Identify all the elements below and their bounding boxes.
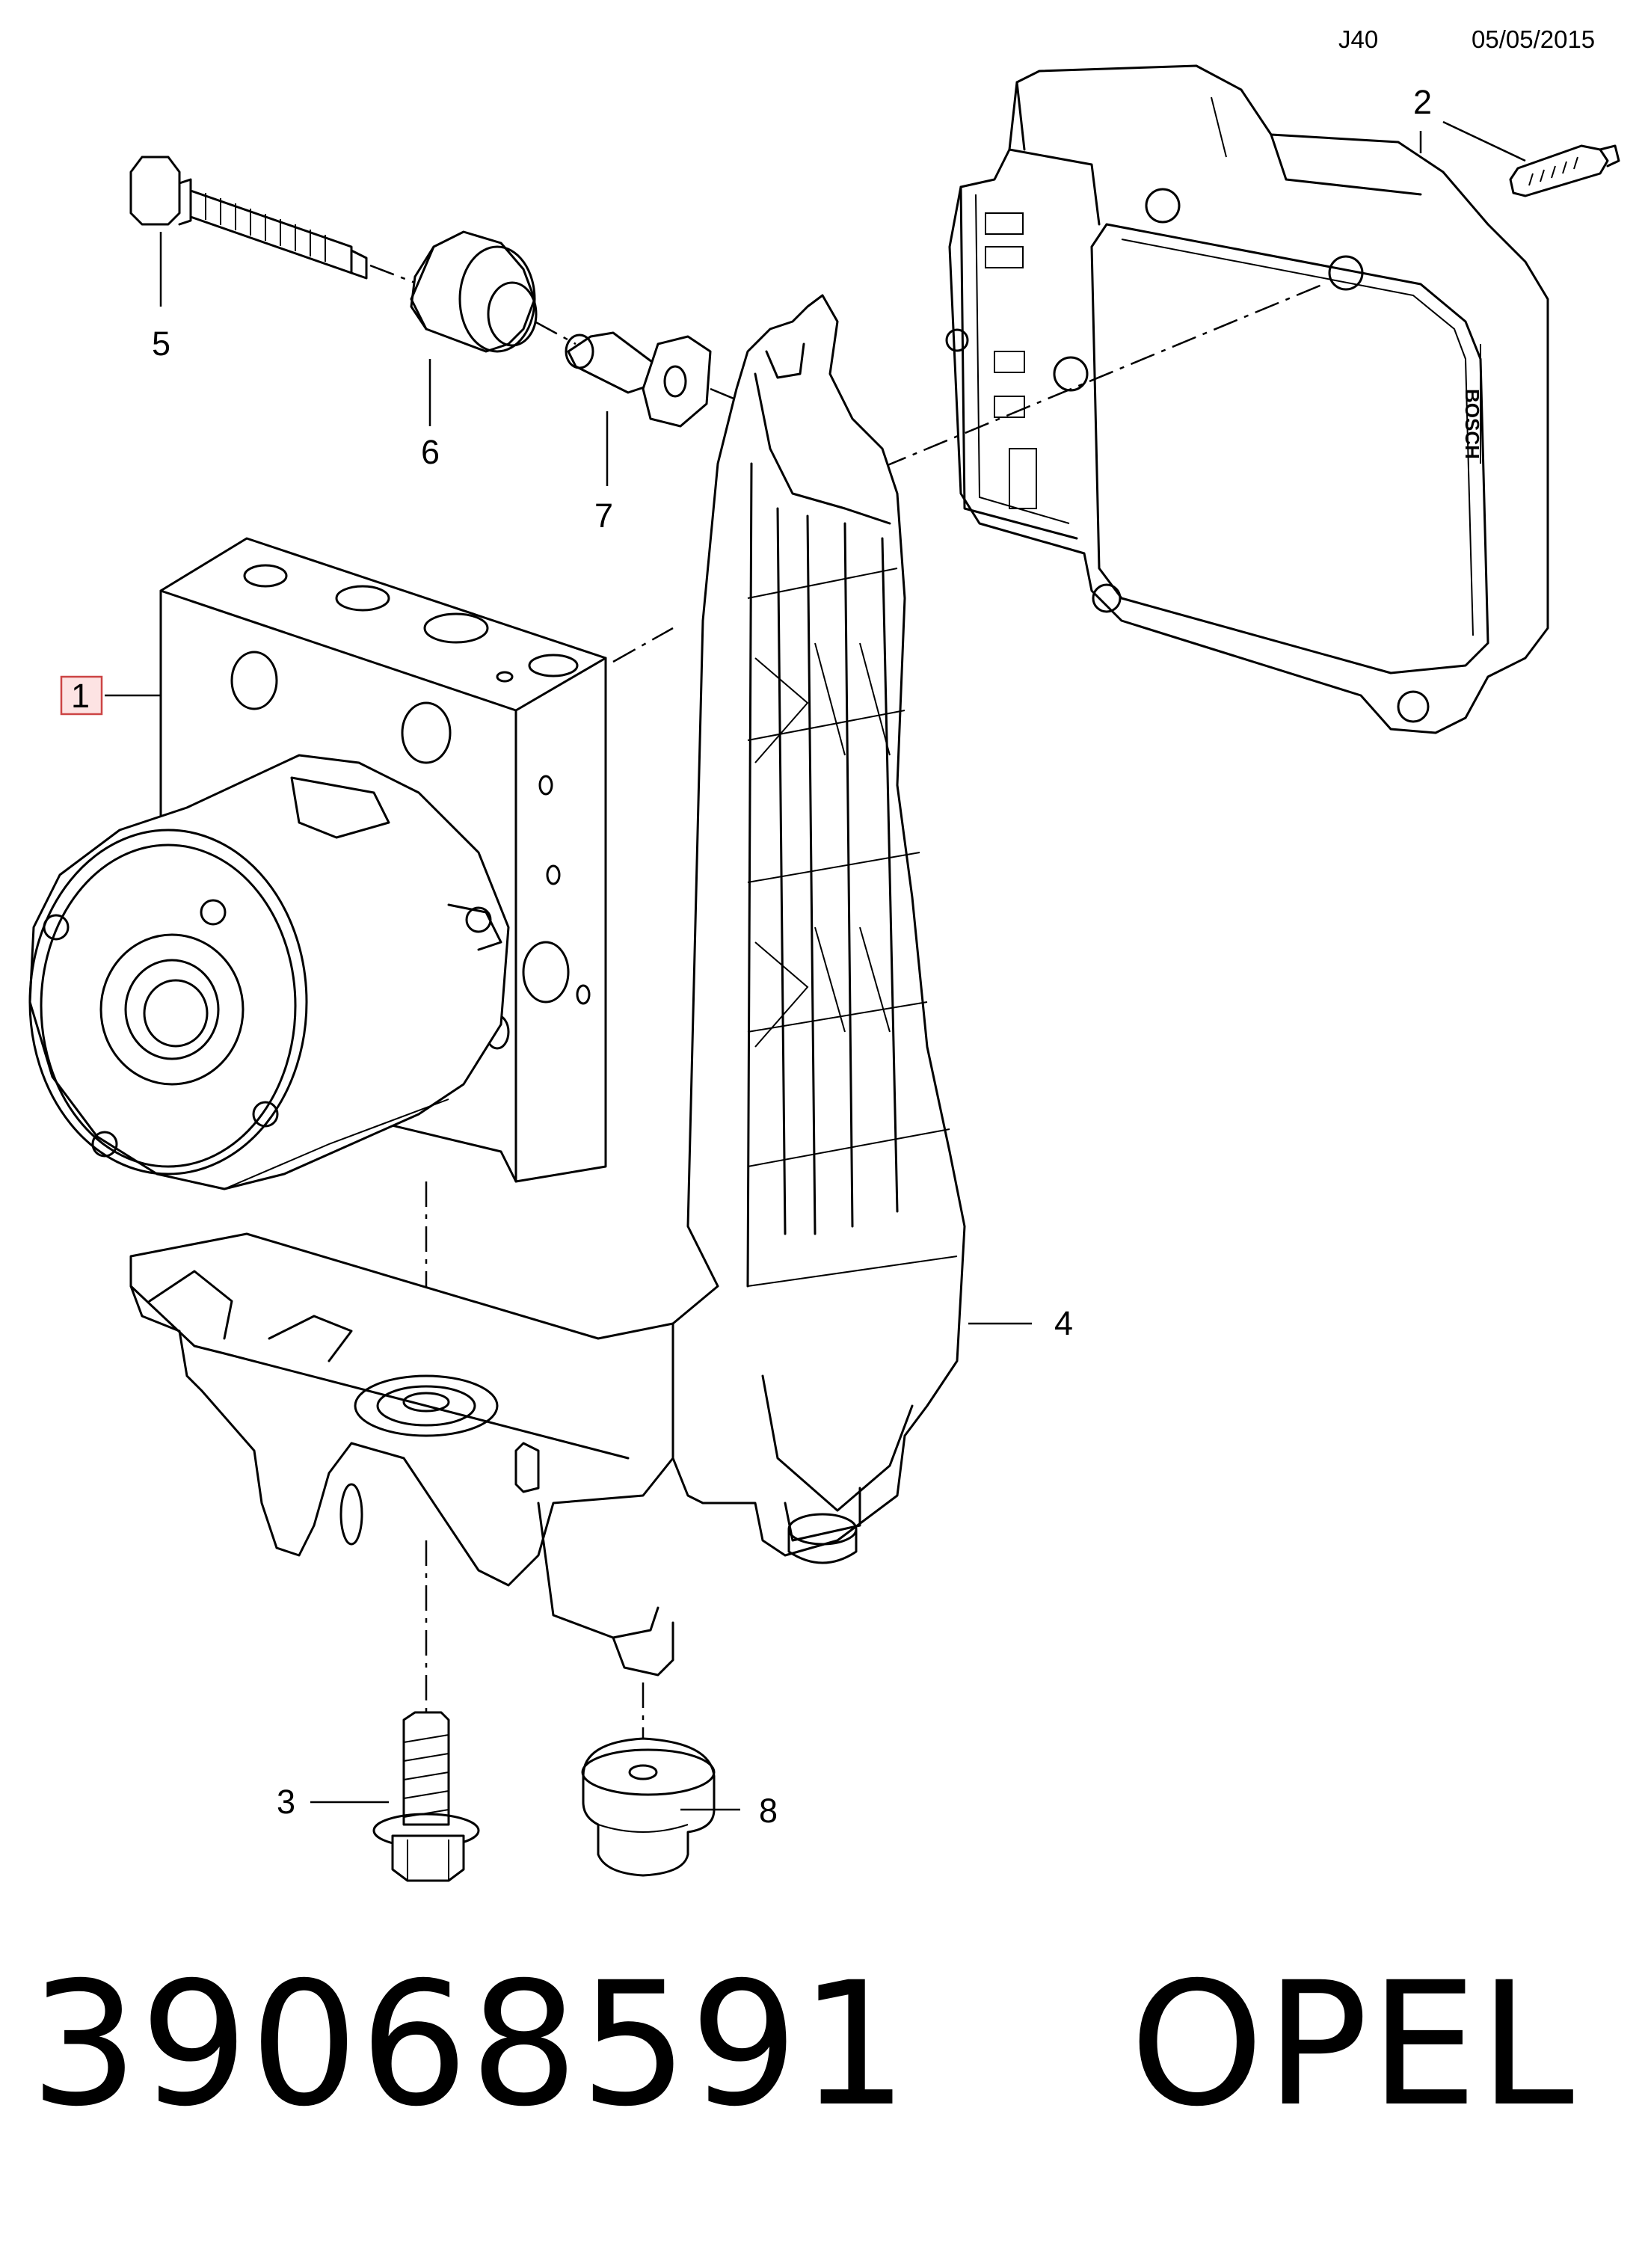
control-module[interactable]: BOSCH <box>945 64 1549 734</box>
exploded-view-illustration: BOSCH <box>28 64 1620 1882</box>
svg-text:7: 7 <box>594 497 613 535</box>
callout-8[interactable]: 8 <box>759 1792 778 1830</box>
short-bolt[interactable] <box>372 1711 480 1882</box>
callout-3[interactable]: 3 <box>277 1783 295 1821</box>
rubber-grommet[interactable] <box>410 230 538 353</box>
bushing[interactable] <box>581 1737 716 1877</box>
svg-text:5: 5 <box>152 325 170 363</box>
diagram-date: 05/05/2015 <box>1472 25 1596 53</box>
module-logo: BOSCH <box>1461 389 1483 459</box>
diagram-code: J40 <box>1338 25 1379 53</box>
svg-text:6: 6 <box>421 433 440 471</box>
callout-5[interactable]: 5 <box>152 325 170 363</box>
part-number: 39068591 <box>30 1945 910 2144</box>
long-bolt[interactable] <box>129 156 368 280</box>
callout-2[interactable]: 2 <box>1413 83 1432 121</box>
svg-text:4: 4 <box>1054 1304 1073 1342</box>
mounting-bracket[interactable] <box>671 294 966 1564</box>
svg-text:8: 8 <box>759 1792 778 1830</box>
svg-text:3: 3 <box>277 1783 295 1821</box>
callout-1[interactable]: 1 <box>60 675 103 716</box>
spacer-sleeve[interactable] <box>565 331 712 428</box>
base-tray[interactable] <box>129 1232 674 1677</box>
callout-7[interactable]: 7 <box>594 497 613 535</box>
svg-text:2: 2 <box>1413 83 1432 121</box>
brand-name: OPEL <box>1129 1945 1576 2144</box>
module-screw[interactable] <box>1509 144 1620 197</box>
callout-6[interactable]: 6 <box>421 433 440 471</box>
part-caption: 39068591 OPEL <box>30 1959 1575 2130</box>
hydraulic-modulator[interactable] <box>28 537 607 1190</box>
svg-text:1: 1 <box>71 677 90 715</box>
callout-4[interactable]: 4 <box>1054 1304 1073 1342</box>
